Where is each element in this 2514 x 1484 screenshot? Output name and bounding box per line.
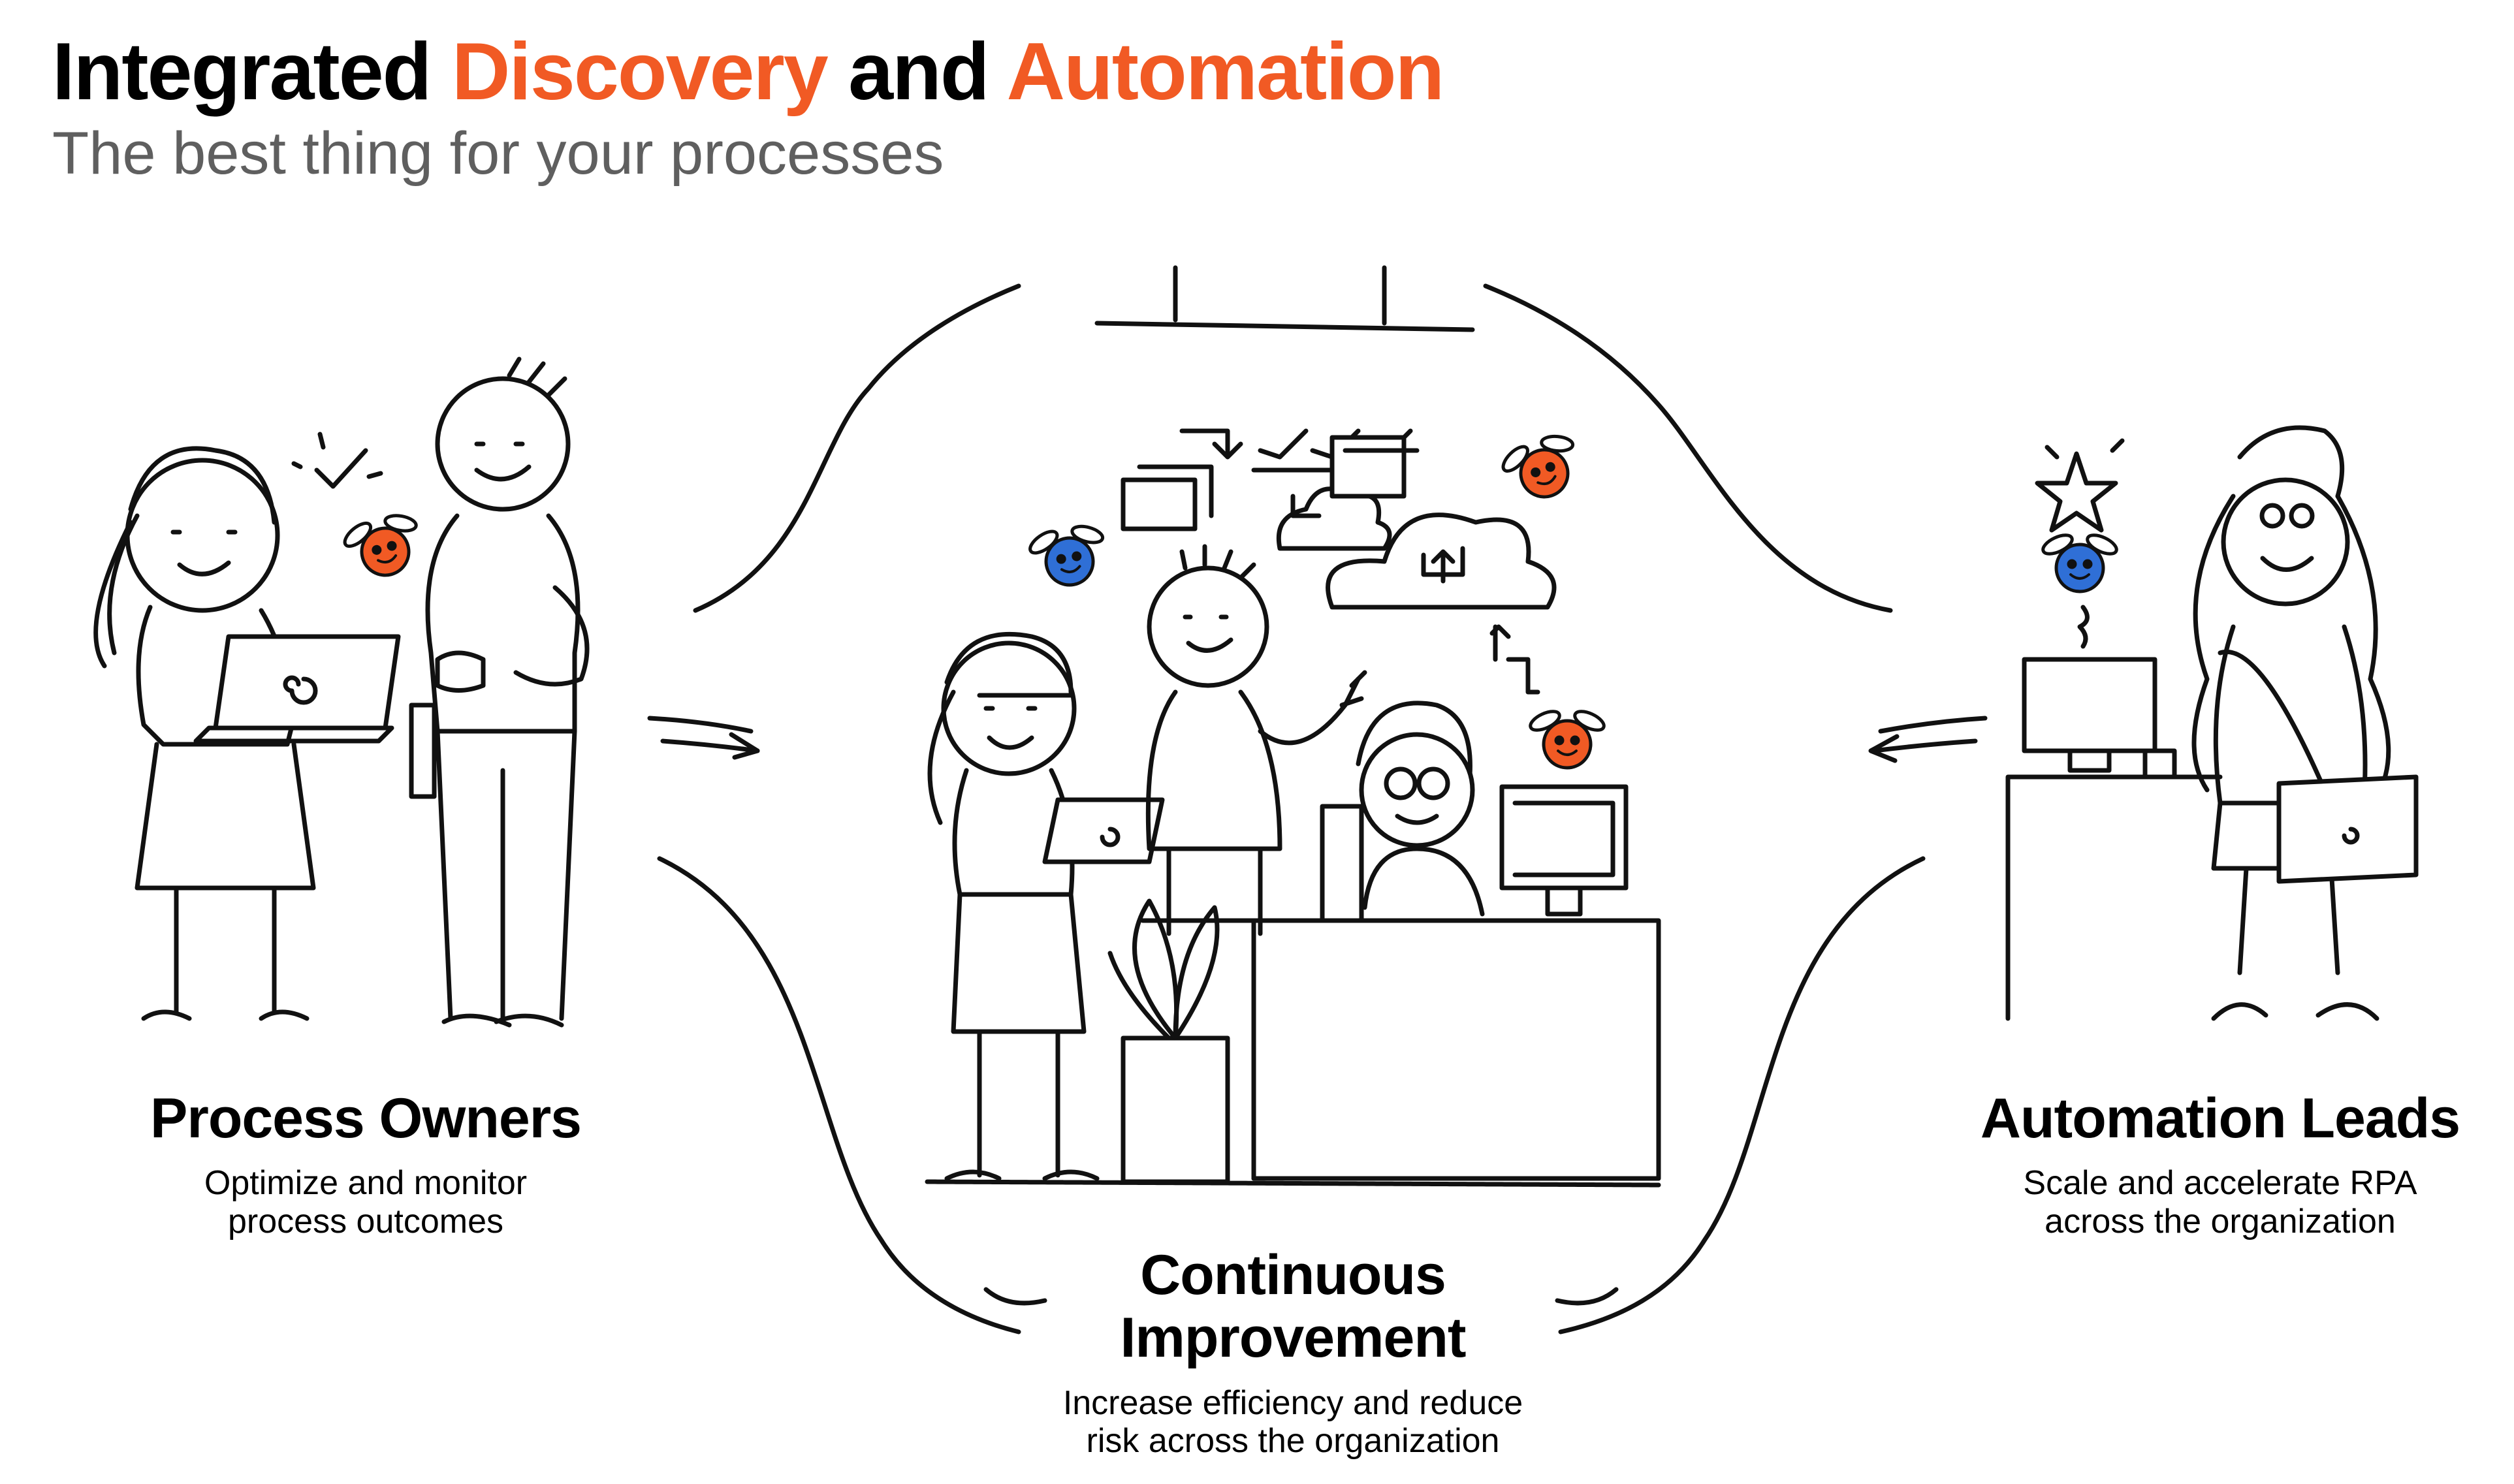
plant-icon bbox=[1107, 898, 1230, 1184]
process-owner-woman-figure bbox=[93, 446, 316, 1021]
coffee-cup-icon bbox=[435, 650, 486, 693]
monitor-icon bbox=[1499, 784, 1629, 917]
title-part-1: Integrated bbox=[52, 27, 432, 117]
cloud-icon bbox=[1326, 513, 1557, 610]
continuous-improvement-description: Increase efficiency and reduce risk acro… bbox=[1019, 1384, 1567, 1461]
page-subtitle: The best thing for your processes bbox=[52, 120, 944, 187]
automation-lead-figure bbox=[2191, 425, 2419, 1021]
continuous-improvement-title-line-2: Improvement bbox=[1120, 1306, 1466, 1370]
continuous-improvement-title: Continuous Improvement bbox=[1019, 1244, 1567, 1370]
desk bbox=[925, 918, 1661, 1188]
robot-bot-icon bbox=[1528, 708, 1607, 768]
cloud-process-diagram bbox=[1121, 428, 1557, 695]
swirl-logo-icon bbox=[1100, 827, 1121, 847]
star-icon bbox=[2035, 438, 2125, 533]
check-icon bbox=[291, 432, 383, 489]
coffee-cup-icon bbox=[2142, 748, 2177, 780]
laptop-icon bbox=[193, 634, 401, 744]
desk-with-monitor bbox=[2005, 657, 2223, 1021]
process-owner-man-figure bbox=[409, 356, 590, 1028]
robot-bot-icon bbox=[2041, 531, 2120, 592]
continuous-improvement-title-line-1: Continuous bbox=[1140, 1244, 1446, 1306]
swirl-logo-icon bbox=[283, 675, 318, 705]
page-title: Integrated Discovery and Automation bbox=[52, 27, 1444, 117]
robot-bot-icon bbox=[338, 506, 430, 584]
ci-woman-figure bbox=[927, 631, 1165, 1181]
process-owners-title: Process Owners bbox=[150, 1087, 582, 1150]
automation-leads-desc-line-1: Scale and accelerate RPA bbox=[2023, 1164, 2417, 1203]
process-owners-desc-line-2: process outcomes bbox=[228, 1203, 503, 1241]
automation-leads-title: Automation Leads bbox=[1980, 1087, 2460, 1150]
squiggle-line bbox=[2077, 605, 2090, 649]
process-owners-desc-line-1: Optimize and monitor bbox=[204, 1164, 528, 1203]
robot-bot-icon bbox=[1495, 426, 1589, 509]
arrow-left-to-center-icon bbox=[647, 716, 760, 760]
collaboration-bubble bbox=[657, 265, 1926, 1334]
robot-bot-icon bbox=[1025, 518, 1113, 592]
arrow-right-to-center-icon bbox=[1868, 716, 1988, 763]
title-accent-automation: Automation bbox=[1006, 27, 1444, 117]
title-part-3: and bbox=[848, 27, 989, 117]
upload-icon bbox=[1421, 546, 1465, 584]
continuous-improvement-desc-line-2: risk across the organization bbox=[1086, 1422, 1500, 1460]
process-owners-description: Optimize and monitor process outcomes bbox=[131, 1164, 601, 1241]
document-stack-icon bbox=[1329, 435, 1420, 499]
ci-seated-person-figure bbox=[1320, 701, 1485, 923]
continuous-improvement-desc-line-1: Increase efficiency and reduce bbox=[1062, 1383, 1523, 1422]
automation-leads-desc-line-2: across the organization bbox=[2045, 1203, 2396, 1241]
process-owners-section: Process Owners Optimize and monitor proc… bbox=[131, 1087, 601, 1241]
title-accent-discovery: Discovery bbox=[451, 27, 829, 117]
automation-leads-description: Scale and accelerate RPA across the orga… bbox=[1959, 1164, 2481, 1241]
continuous-improvement-section: Continuous Improvement Increase efficien… bbox=[1019, 1244, 1567, 1460]
automation-leads-section: Automation Leads Scale and accelerate RP… bbox=[1959, 1087, 2481, 1241]
